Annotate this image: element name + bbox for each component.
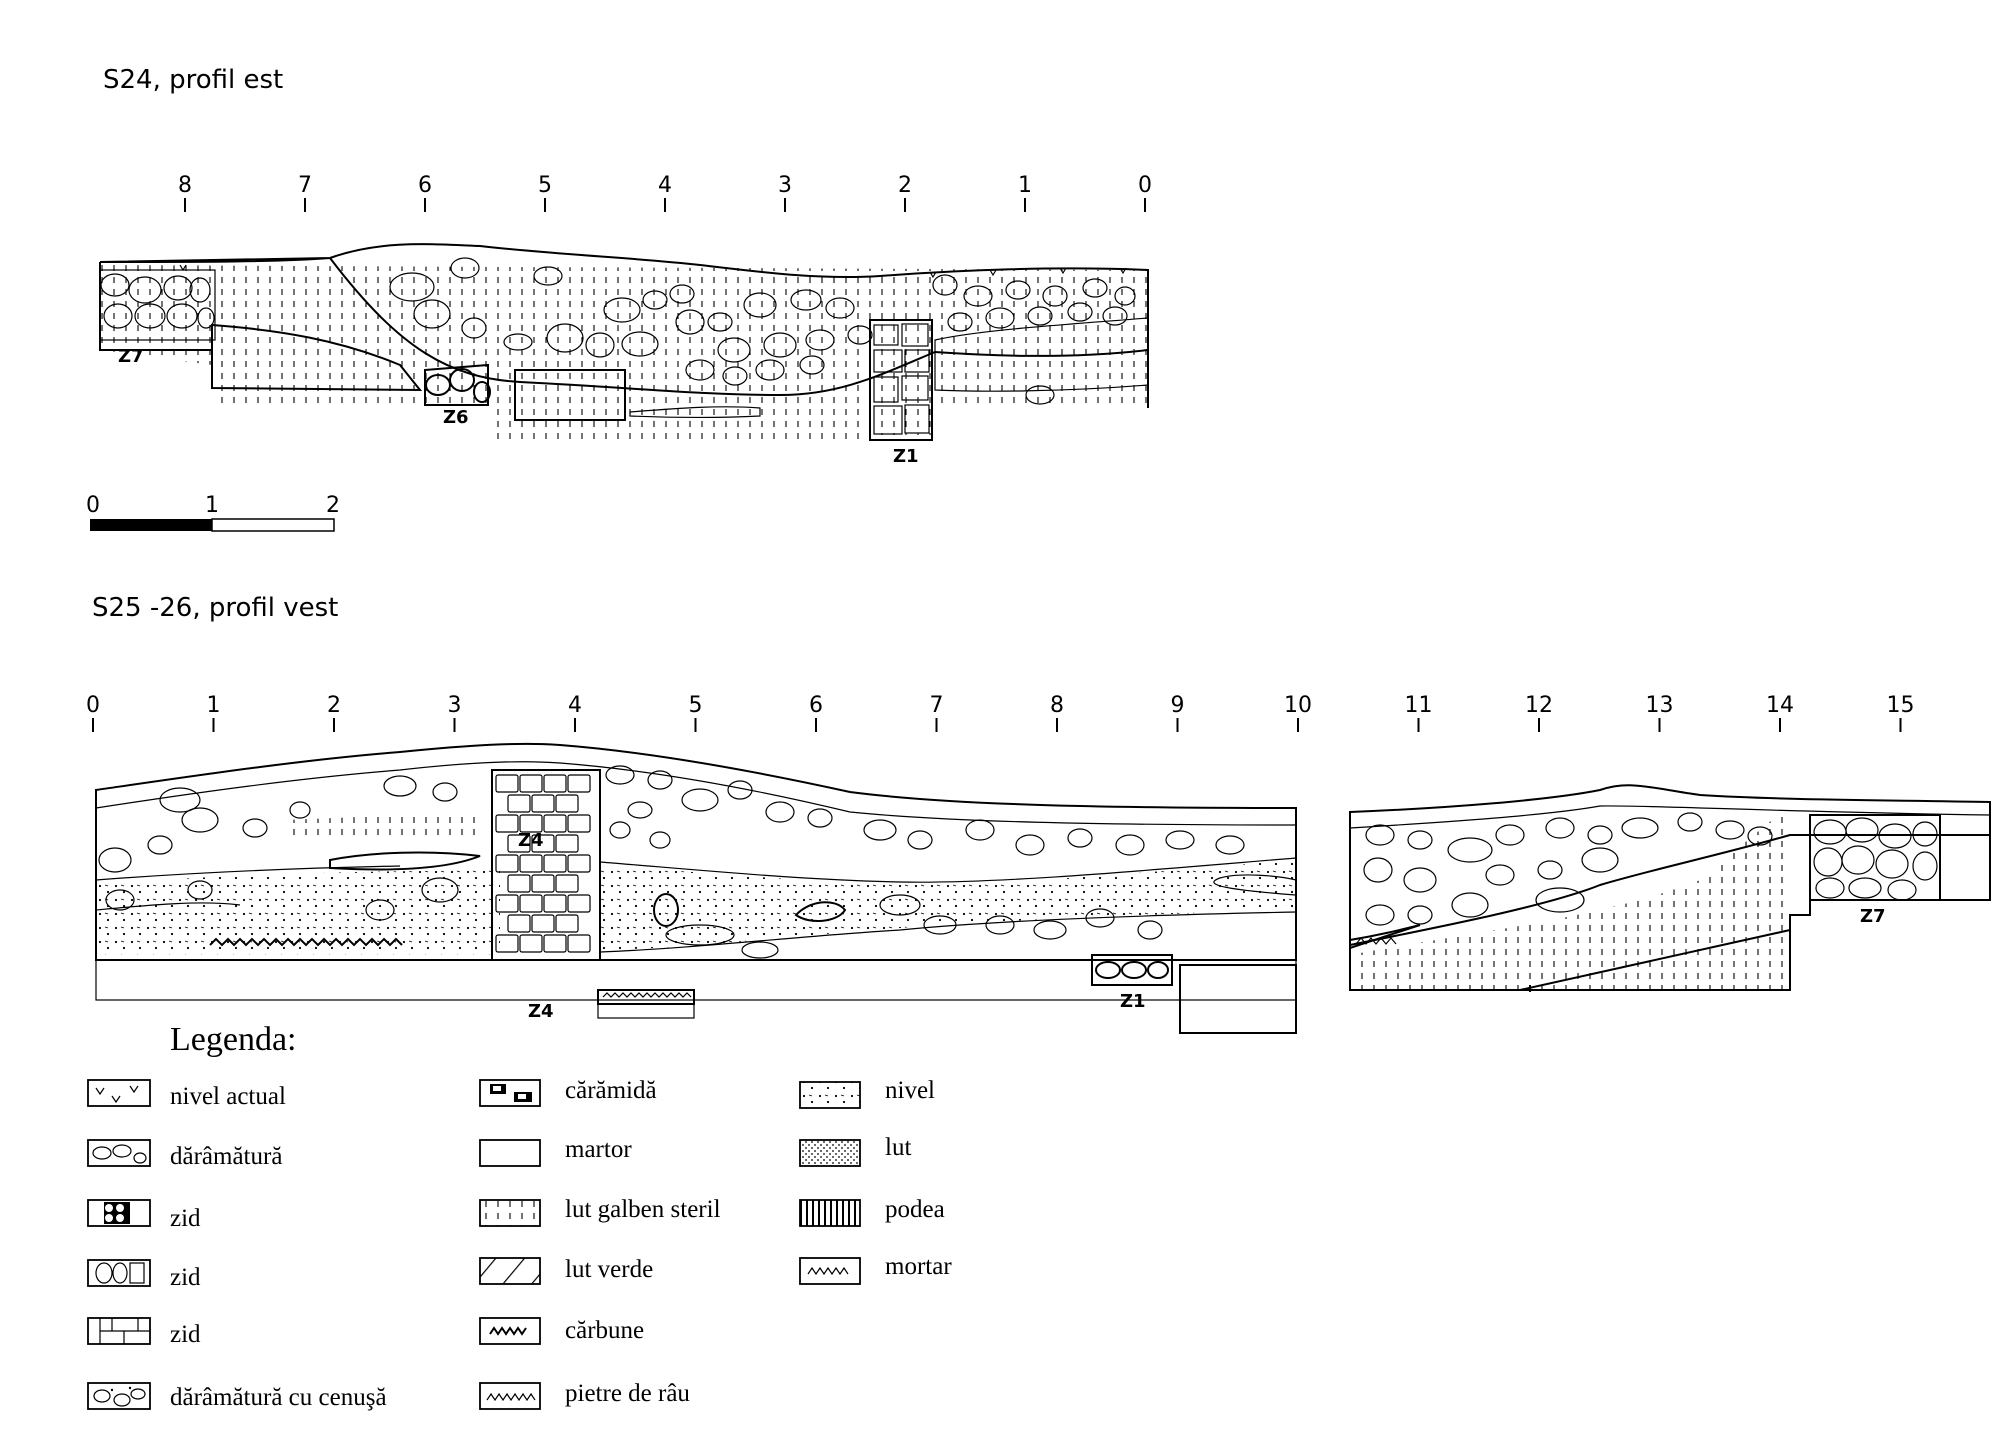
legend-item-podea: podea <box>799 1196 945 1227</box>
legend-item-carbune: cărbune <box>479 1317 644 1345</box>
s25-wall-z7 <box>1809 814 1941 901</box>
legend-label-zid-1: zid <box>170 1205 201 1232</box>
legend-label-lut-galben: lut galben steril <box>565 1196 721 1223</box>
legend-item-zid-block: zid <box>87 1259 201 1291</box>
legend-label-zid-2: zid <box>170 1264 201 1291</box>
s24-label-z6: Z6 <box>443 407 469 428</box>
s24-title: S24, profil est <box>103 65 283 95</box>
s25-tick-label: 13 <box>1646 693 1674 718</box>
s25-wall-z1 <box>1091 954 1173 986</box>
s24-wall-z7 <box>99 269 216 341</box>
legend-item-daramatura-cenusa: dărâmătură cu cenuşă <box>87 1382 387 1411</box>
s25-tick-label: 11 <box>1405 693 1433 718</box>
s24-ruler: 8 7 6 5 4 3 2 1 0 <box>178 173 1152 212</box>
s25-tick-label: 15 <box>1887 693 1915 718</box>
s24-profile: Z7 Z6 Z1 <box>99 243 1149 467</box>
s24-label-z7: Z7 <box>118 346 144 367</box>
s25-tick-label: 3 <box>448 693 462 718</box>
scale-bar: 0 1 2 <box>86 493 340 532</box>
legend-item-martor: martor <box>479 1136 632 1167</box>
s25-wall-z4 <box>491 769 601 961</box>
legend-label-zid-3: zid <box>170 1321 201 1348</box>
legend-item-nivel-actual: nivel actual <box>87 1079 286 1110</box>
s25-title: S25 -26, profil vest <box>92 593 338 623</box>
legend-label-daramatura: dărâmătură <box>170 1143 282 1170</box>
legend-item-nivel: nivel <box>799 1077 935 1109</box>
legend-label-carbune: cărbune <box>565 1317 644 1344</box>
s25-tick-label: 8 <box>1050 693 1064 718</box>
scale-label-0: 0 <box>86 493 100 518</box>
legend-label-nivel: nivel <box>885 1077 935 1104</box>
legend-item-lut-galben: lut galben steril <box>479 1196 721 1227</box>
s25-tick-label: 2 <box>327 693 341 718</box>
legend-item-caramida: cărămidă <box>479 1077 657 1107</box>
legend-label-pietre-rau: pietre de râu <box>565 1380 690 1407</box>
s25-label-z4-bottom: Z4 <box>528 1001 554 1022</box>
s25-tick-label: 6 <box>809 693 823 718</box>
s25-tick-label: 4 <box>568 693 582 718</box>
legend-item-zid-brick: zid <box>87 1317 201 1348</box>
s25-label-z7: Z7 <box>1860 906 1886 927</box>
legend-item-mortar: mortar <box>799 1253 952 1285</box>
s24-tick-label: 7 <box>298 173 312 198</box>
legend-label-lut-verde: lut verde <box>565 1256 653 1283</box>
legend-label-mortar: mortar <box>885 1253 952 1280</box>
s25-label-z4-top: Z4 <box>518 830 544 851</box>
s25-profile-left <box>95 742 1297 1034</box>
s25-label-z1: Z1 <box>1120 991 1146 1012</box>
s24-tick-label: 0 <box>1138 173 1152 198</box>
s25-tick-label: 1 <box>207 693 221 718</box>
legend-label-podea: podea <box>885 1196 945 1223</box>
legend-item-lut: lut <box>799 1134 911 1167</box>
s24-tick-label: 8 <box>178 173 192 198</box>
legend-label-martor: martor <box>565 1136 632 1163</box>
scale-label-1: 1 <box>205 493 219 518</box>
legend-label-caramida: cărămidă <box>565 1077 657 1104</box>
s25-tick-label: 9 <box>1171 693 1185 718</box>
legend-label-daramatura-cenusa: dărâmătură cu cenuşă <box>170 1384 387 1411</box>
legend-item-daramatura: dărâmătură <box>87 1139 282 1170</box>
legend-item-pietre-rau: pietre de râu <box>479 1380 690 1410</box>
s25-tick-label: 0 <box>86 693 100 718</box>
legend-label-lut: lut <box>885 1134 911 1161</box>
s25-profile-right <box>1349 784 1991 992</box>
s24-tick-label: 2 <box>898 173 912 198</box>
s24-section: S24, profil est 8 7 6 5 4 3 2 1 0 <box>99 65 1152 467</box>
s24-tick-label: 5 <box>538 173 552 198</box>
s25-tick-label: 7 <box>930 693 944 718</box>
s24-tick-label: 4 <box>658 173 672 198</box>
s24-tick-label: 6 <box>418 173 432 198</box>
s25-tick-label: 5 <box>689 693 703 718</box>
s24-label-z1: Z1 <box>893 446 919 467</box>
legend-item-lut-verde: lut verde <box>479 1256 653 1285</box>
s24-wall-z6 <box>424 363 491 406</box>
s24-wall-z1 <box>869 319 933 441</box>
legend-label-nivel-actual: nivel actual <box>170 1083 286 1110</box>
s24-tick-label: 3 <box>778 173 792 198</box>
s24-tick-label: 1 <box>1018 173 1032 198</box>
s25-tick-label: 10 <box>1284 693 1312 718</box>
s25-tick-label: 12 <box>1525 693 1553 718</box>
scale-label-2: 2 <box>326 493 340 518</box>
legend-title: Legenda: <box>170 1021 297 1058</box>
s25-tick-label: 14 <box>1766 693 1794 718</box>
legend-item-zid-stone: zid <box>87 1199 201 1232</box>
legend: Legenda: nivel actual dărâmătură zid <box>87 1021 952 1411</box>
